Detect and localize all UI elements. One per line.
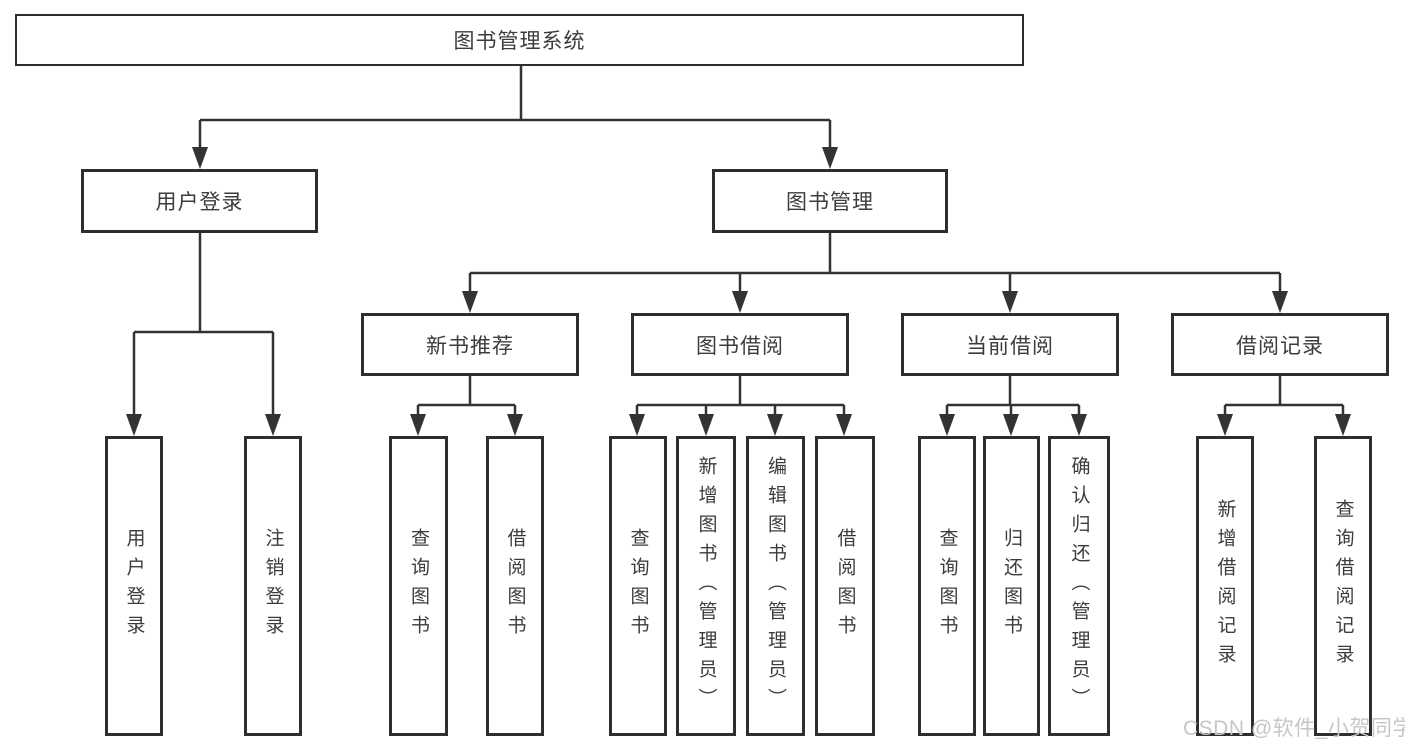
leaf-label: 查询图书 — [408, 528, 429, 644]
leaf-borrow-books-borrowing: 借阅图书 — [815, 436, 875, 736]
node-label: 图书管理 — [786, 191, 874, 214]
node-book-management: 图书管理 — [712, 169, 948, 233]
node-current-borrowing: 当前借阅 — [901, 313, 1119, 376]
leaf-label: 查询借阅记录 — [1332, 499, 1354, 673]
node-user-login: 用户登录 — [81, 169, 318, 233]
node-borrowing-records: 借阅记录 — [1171, 313, 1389, 376]
node-label: 图书管理系统 — [453, 30, 586, 53]
leaf-user-login: 用户登录 — [105, 436, 163, 736]
leaf-query-books-recommend: 查询图书 — [389, 436, 448, 736]
leaf-add-borrow-record: 新增借阅记录 — [1196, 436, 1254, 736]
node-label: 图书借阅 — [696, 334, 784, 358]
node-library-management-system: 图书管理系统 — [15, 14, 1024, 66]
leaf-edit-book-admin: 编辑图书（管理员） — [746, 436, 805, 736]
leaf-label: 编辑图书（管理员） — [765, 455, 786, 717]
leaf-label: 新增图书（管理员） — [695, 455, 717, 717]
node-book-borrowing: 图书借阅 — [631, 313, 849, 376]
leaf-borrow-books-recommend: 借阅图书 — [486, 436, 544, 736]
leaf-label: 借阅图书 — [504, 528, 526, 644]
leaf-label: 注销登录 — [262, 528, 284, 644]
leaf-label: 用户登录 — [123, 528, 145, 644]
node-label: 用户登录 — [155, 191, 244, 214]
leaf-logout: 注销登录 — [244, 436, 302, 736]
node-new-book-recommendation: 新书推荐 — [361, 313, 579, 376]
leaf-label: 归还图书 — [1001, 528, 1022, 644]
leaf-add-book-admin: 新增图书（管理员） — [676, 436, 736, 736]
leaf-query-books-borrowing: 查询图书 — [609, 436, 667, 736]
leaf-query-books-current: 查询图书 — [918, 436, 976, 736]
leaf-label: 借阅图书 — [834, 528, 856, 644]
csdn-watermark: CSDN @软件_小贺同学 — [1183, 717, 1405, 740]
leaf-confirm-return-admin: 确认归还（管理员） — [1048, 436, 1110, 736]
leaf-label: 查询图书 — [627, 528, 649, 644]
leaf-label: 查询图书 — [936, 528, 958, 644]
node-label: 借阅记录 — [1236, 334, 1324, 358]
arrowheads — [126, 147, 1351, 436]
leaf-return-books: 归还图书 — [983, 436, 1040, 736]
leaf-label: 新增借阅记录 — [1214, 499, 1236, 673]
leaf-query-borrow-record: 查询借阅记录 — [1314, 436, 1372, 736]
node-label: 当前借阅 — [966, 334, 1054, 358]
node-label: 新书推荐 — [426, 334, 514, 358]
leaf-label: 确认归还（管理员） — [1068, 455, 1090, 717]
